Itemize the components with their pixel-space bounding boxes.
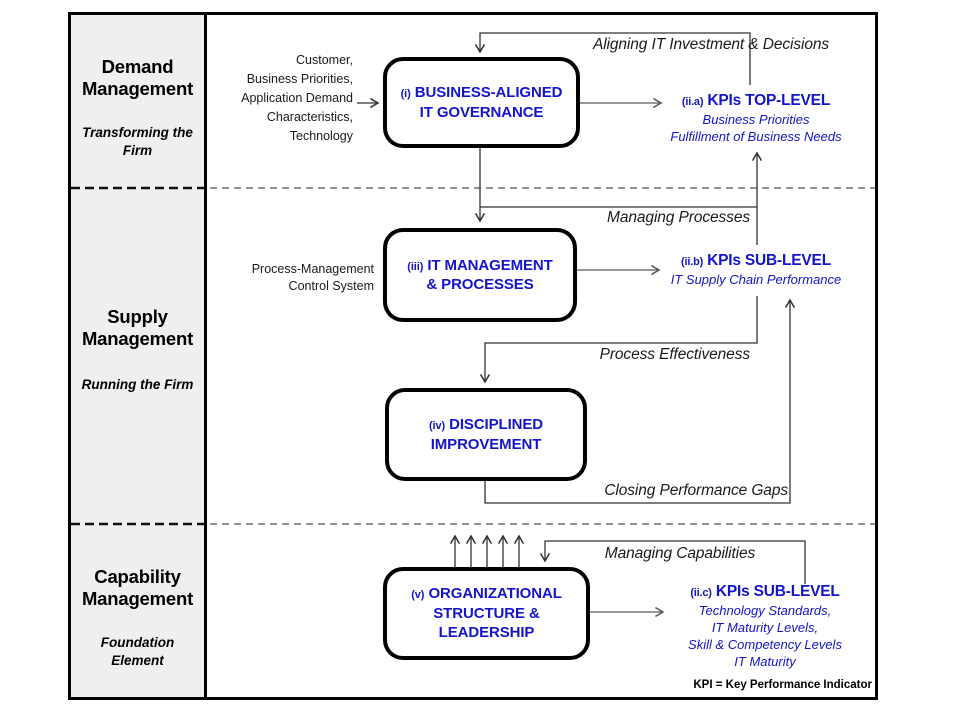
arrow-process-effectiveness bbox=[479, 296, 758, 384]
kpi-title: KPIs TOP-LEVEL bbox=[707, 92, 831, 109]
kpi-details: Business Priorities Fulfillment of Busin… bbox=[670, 112, 842, 144]
capability-support-arrows bbox=[449, 534, 525, 567]
footnote-kpi-definition: KPI = Key Performance Indicator bbox=[693, 679, 872, 691]
box-label: BUSINESS-ALIGNED IT GOVERNANCE bbox=[414, 84, 563, 121]
band-subtitle-demand: Transforming the Firm bbox=[82, 125, 193, 158]
flow-label-process-effectiveness: Process Effectiveness bbox=[599, 346, 750, 363]
band-subtitle-capability: Foundation Element bbox=[100, 635, 175, 668]
kpi-prefix: (ii.c) bbox=[690, 587, 712, 599]
box-organizational-structure-leadership: (v) ORGANIZATIONAL STRUCTURE & LEADERSHI… bbox=[383, 567, 590, 660]
band-title-supply: Supply Management bbox=[81, 306, 194, 349]
arrow-closing-gaps bbox=[484, 298, 796, 504]
box-it-management-processes: (iii) IT MANAGEMENT & PROCESSES bbox=[383, 228, 577, 322]
arrow-managing-capabilities bbox=[539, 540, 806, 584]
flow-label-managing-capabilities: Managing Capabilities bbox=[604, 545, 756, 562]
box-prefix: (iii) bbox=[407, 260, 424, 273]
box-prefix: (iv) bbox=[428, 420, 446, 432]
box-label: DISCIPLINED IMPROVEMENT bbox=[430, 416, 544, 453]
box-label: IT MANAGEMENT & PROCESSES bbox=[426, 256, 553, 294]
annotation-demand-inputs: Customer, Business Priorities, Applicati… bbox=[241, 53, 353, 143]
kpi-details: Technology Standards, IT Maturity Levels… bbox=[688, 603, 842, 669]
annotation-process-control: Process-Management Control System bbox=[251, 262, 374, 293]
band-subtitle-supply: Running the Firm bbox=[81, 377, 194, 392]
flow-label-aligning: Aligning IT Investment & Decisions bbox=[592, 36, 830, 53]
kpi-prefix: (ii.a) bbox=[681, 96, 704, 108]
kpi-top-level: (ii.a) KPIs TOP-LEVEL Business Prioritie… bbox=[646, 92, 866, 145]
sidebar bbox=[68, 12, 207, 700]
box-disciplined-improvement: (iv) DISCIPLINED IMPROVEMENT bbox=[385, 388, 587, 481]
flow-label-closing-gaps: Closing Performance Gaps bbox=[604, 482, 788, 499]
kpi-prefix: (ii.b) bbox=[681, 256, 704, 268]
kpi-sub-level-supply: (ii.b) KPIs SUB-LEVEL IT Supply Chain Pe… bbox=[646, 252, 866, 288]
box-prefix: (v) bbox=[411, 589, 425, 602]
kpi-title: KPIs SUB-LEVEL bbox=[715, 583, 840, 600]
arrow-aligning-loop bbox=[474, 32, 751, 85]
flow-label-managing-processes: Managing Processes bbox=[607, 209, 750, 226]
box-label: ORGANIZATIONAL STRUCTURE & LEADERSHIP bbox=[428, 585, 562, 642]
band-title-capability: Capability Management bbox=[81, 566, 194, 609]
band-title-demand: Demand Management bbox=[81, 56, 194, 99]
arrow-governance-to-management bbox=[474, 148, 757, 223]
kpi-sub-level-capability: (ii.c) KPIs SUB-LEVEL Technology Standar… bbox=[655, 583, 875, 670]
kpi-title: KPIs SUB-LEVEL bbox=[707, 252, 831, 269]
kpi-details: IT Supply Chain Performance bbox=[670, 272, 842, 287]
box-business-aligned-it-governance: (i) BUSINESS-ALIGNED IT GOVERNANCE bbox=[383, 57, 580, 148]
box-prefix: (i) bbox=[400, 88, 411, 100]
